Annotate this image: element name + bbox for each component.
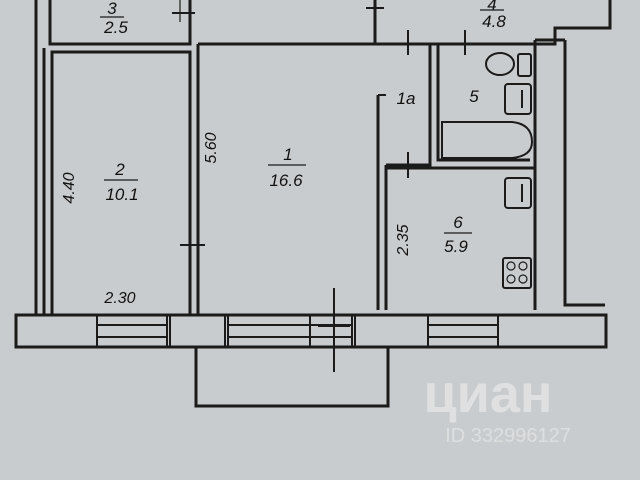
watermark-id: ID 332996127	[445, 425, 571, 447]
room-4-number: 4	[487, 0, 496, 14]
room-2-number: 2	[114, 160, 125, 179]
toilet	[485, 52, 515, 76]
bathroom-sink	[504, 83, 532, 115]
kitchen-sink	[504, 177, 532, 209]
left-outer-wall	[34, 0, 46, 315]
stove	[502, 257, 532, 289]
dimension-room1-height: 5.60	[203, 132, 220, 163]
room-4-area: 4.8	[482, 12, 506, 31]
room-1a-number: 1a	[397, 89, 416, 108]
right-wall	[533, 28, 605, 310]
room-2-area: 10.1	[105, 185, 138, 204]
partition-1-6	[376, 94, 388, 310]
watermark-brand: циан	[423, 364, 552, 424]
room-3-number: 3	[107, 0, 117, 18]
balcony	[194, 347, 390, 408]
room-2-outline	[50, 50, 205, 315]
bottom-exterior-wall	[14, 313, 608, 349]
room-5-bath	[386, 44, 534, 178]
room-6-number: 6	[453, 213, 463, 232]
bathtub	[441, 121, 534, 159]
room-6-kitchen	[386, 166, 535, 289]
dimension-room2-height: 4.40	[61, 172, 78, 203]
room-1-number: 1	[283, 145, 292, 164]
room-5-number: 5	[469, 87, 479, 106]
room-1-area: 16.6	[269, 171, 303, 190]
room-3-area: 2.5	[103, 18, 128, 37]
dimension-room2-width: 2.30	[103, 290, 135, 307]
room-3-area	[48, 0, 195, 46]
dimension-room6-height: 2.35	[395, 224, 412, 256]
balcony-door-marker	[318, 288, 350, 372]
room-6-area: 5.9	[444, 237, 468, 256]
